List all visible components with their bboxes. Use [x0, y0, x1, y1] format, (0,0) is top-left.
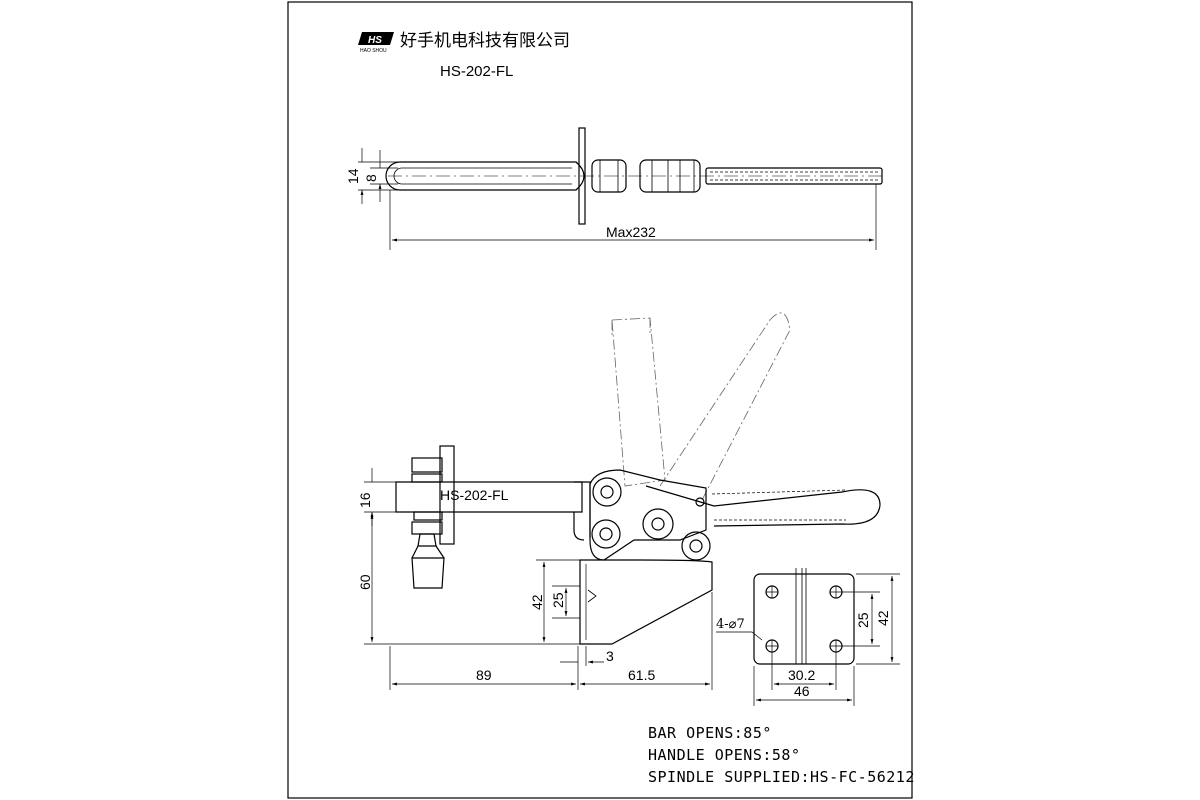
dim-base-height: 42	[529, 594, 545, 610]
logo-text: HS	[368, 35, 382, 46]
dim-mount-holes: 4-⌀7	[716, 617, 745, 632]
company-name: 好手机电科技有限公司	[400, 31, 570, 51]
model-title: HS-202-FL	[440, 63, 513, 80]
dim-overall-length: Max232	[606, 224, 656, 240]
side-view	[395, 445, 881, 645]
dim-plate-width: 46	[794, 683, 810, 699]
dim-handle-width: 14	[345, 168, 361, 184]
dim-plate-height: 42	[875, 610, 891, 626]
note-spindle-supplied: SPINDLE SUPPLIED:HS-FC-56212	[648, 768, 915, 786]
dim-plate-hole-spacing-h: 30.2	[788, 667, 815, 683]
plate-dimensions	[716, 573, 900, 706]
dim-plate-hole-spacing-v: 25	[855, 612, 871, 628]
phantom-open-positions	[611, 312, 791, 501]
dim-handle-inner: 8	[363, 174, 379, 182]
dim-body-length: 61.5	[628, 667, 655, 683]
dim-spindle-reach: 89	[476, 667, 492, 683]
note-handle-opens: HANDLE OPENS:58°	[648, 746, 801, 764]
dim-hole-spacing-v: 25	[550, 592, 566, 608]
logo-subtext: HAO SHOU	[360, 48, 387, 54]
drawing-border	[287, 1, 913, 799]
base-plate-view	[753, 568, 855, 665]
company-logo: HS HAO SHOU	[358, 32, 394, 54]
part-label: HS-202-FL	[440, 487, 509, 503]
side-dimensions	[364, 468, 713, 690]
top-dimensions	[358, 148, 877, 250]
dim-clamp-height: 60	[357, 574, 373, 590]
note-bar-opens: BAR OPENS:85°	[648, 724, 772, 742]
dim-bar-height: 16	[357, 492, 373, 508]
dim-base-thickness: 3	[606, 648, 614, 664]
top-view	[385, 127, 886, 225]
